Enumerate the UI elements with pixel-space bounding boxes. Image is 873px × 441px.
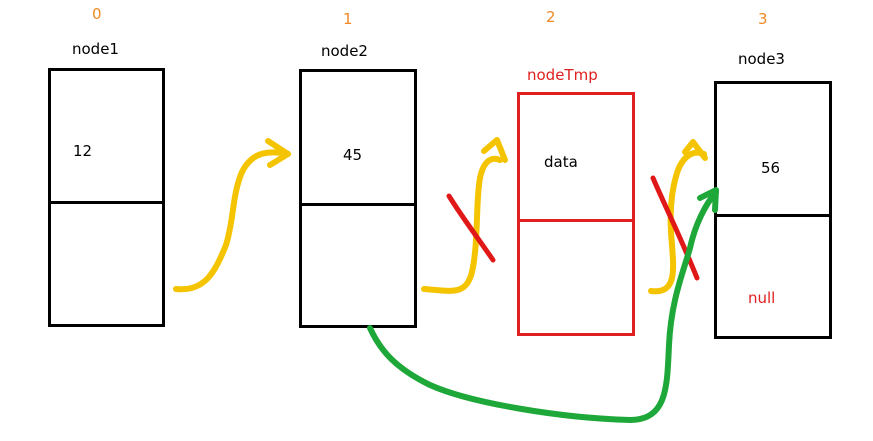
index-label-0: 0 (92, 5, 102, 23)
node3-next: null (748, 289, 776, 307)
node1-label: node1 (72, 40, 119, 58)
cross-mark-node2-link (446, 193, 496, 263)
node1-divider (51, 201, 162, 204)
index-label-3: 3 (758, 10, 768, 28)
arrowhead-node2-to-node3 (697, 187, 719, 213)
index-label-1: 1 (343, 10, 353, 28)
nodetmp-divider (520, 219, 632, 222)
node3-label: node3 (738, 50, 785, 68)
index-label-2: 2 (546, 8, 556, 26)
nodetmp-box: data (517, 92, 635, 336)
arrow-node2-to-node3 (367, 189, 719, 423)
node2-data: 45 (343, 146, 363, 164)
arrow-node2-to-nodetmp (421, 155, 503, 294)
arrow-node1-to-node2 (173, 149, 291, 293)
arrowhead-node2-to-nodetmp (481, 137, 508, 163)
node2-divider (302, 203, 414, 206)
node2-label: node2 (321, 42, 368, 60)
node1-data: 12 (73, 142, 93, 160)
node3-data: 56 (761, 159, 781, 177)
arrowhead-nodetmp-to-node3 (682, 139, 708, 161)
cross-mark-nodetmp-link (650, 175, 700, 281)
node2-box: 45 (299, 69, 417, 328)
arrowhead-node1-to-node2 (265, 138, 291, 168)
arrow-nodetmp-to-node3 (648, 149, 707, 295)
nodetmp-label: nodeTmp (527, 66, 598, 84)
nodetmp-data: data (544, 153, 578, 171)
node3-divider (717, 214, 829, 217)
node1-box: 12 (48, 68, 165, 327)
